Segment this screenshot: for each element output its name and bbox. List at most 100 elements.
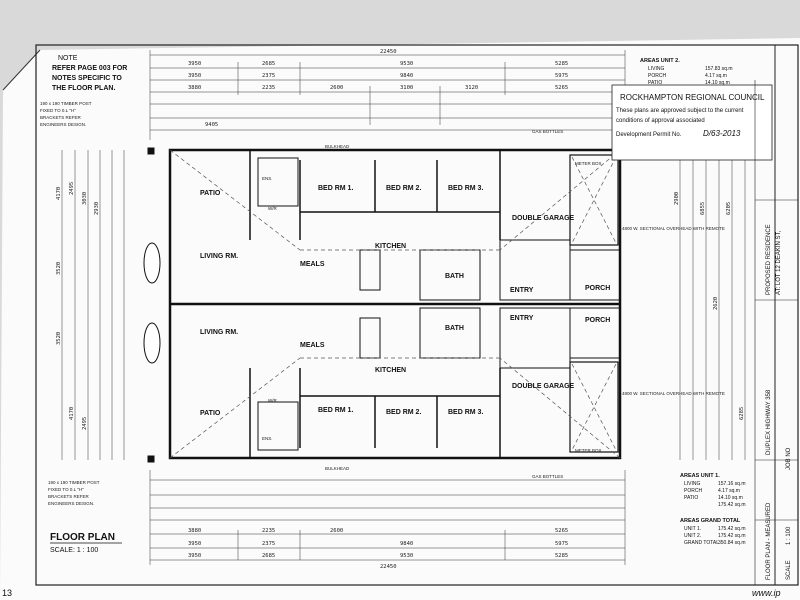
- wir-label: W/R: [268, 206, 277, 211]
- svg-text:PORCH: PORCH: [648, 73, 666, 79]
- bed3-label: BED RM 3.: [448, 185, 483, 192]
- dim-l-0: 4170: [56, 187, 62, 200]
- svg-text:D/63-2013: D/63-2013: [703, 129, 741, 138]
- svg-text:Development Permit No.: Development Permit No.: [616, 132, 682, 138]
- unit-2-rooms: PATIO BED RM 1. BED RM 2. BED RM 3. DOUB…: [200, 129, 725, 294]
- svg-text:AREAS UNIT 2.: AREAS UNIT 2.: [640, 58, 680, 64]
- svg-text:FIXED TO 0.L "H": FIXED TO 0.L "H": [40, 108, 76, 113]
- svg-text:AREAS UNIT 1.: AREAS UNIT 1.: [680, 473, 720, 479]
- dim-t1-1: 2685: [262, 61, 275, 67]
- svg-text:4.17 sq.m: 4.17 sq.m: [718, 488, 740, 494]
- porch-label: PORCH: [585, 285, 610, 292]
- dim-l-3: 2930: [94, 202, 100, 215]
- svg-text:UNIT 2.: UNIT 2.: [684, 533, 701, 539]
- unit-1-rooms: PATIO BED RM 1. BED RM 2. BED RM 3. DOUB…: [200, 315, 725, 479]
- dim-l-1: 2495: [69, 182, 75, 195]
- dim-l-2: 3030: [82, 192, 88, 205]
- meals-label-u1: MEALS: [300, 342, 325, 349]
- gas-label-u1: GAS BOTTLES: [532, 474, 563, 479]
- post-note-top: 190 x 190 TIMBER POST FIXED TO 0.L "H" B…: [40, 101, 92, 127]
- svg-text:NOTE: NOTE: [58, 55, 78, 62]
- svg-text:157.83 sq.m: 157.83 sq.m: [705, 66, 733, 72]
- bed1-label-u1: BED RM 1.: [318, 407, 353, 414]
- svg-text:190 x 190 TIMBER POST: 190 x 190 TIMBER POST: [40, 101, 92, 106]
- dim-b1-3: 5285: [555, 553, 568, 559]
- dim-top-overall: 22450: [380, 49, 397, 55]
- meter-label: METER BOX: [575, 161, 602, 166]
- dim-b1-1: 2685: [262, 553, 275, 559]
- sectional-label: 4800 W. SECTIONAL OVERHEAD WITH REMOTE: [622, 226, 725, 231]
- living-label: LIVING RM.: [200, 253, 238, 260]
- svg-text:ENGINEERS DESIGN.: ENGINEERS DESIGN.: [48, 501, 94, 506]
- svg-text:conditions of approval associa: conditions of approval associated: [616, 118, 705, 124]
- svg-text:PROPOSED RESIDENCE: PROPOSED RESIDENCE: [766, 224, 772, 295]
- dim-t2-1: 2375: [262, 73, 275, 79]
- dim-b-1: 2235: [262, 528, 275, 534]
- ens-label-u1: ENS.: [262, 436, 273, 441]
- bulkhead-label: BULKHEAD: [325, 144, 350, 149]
- svg-text:190 x 190 TIMBER POST: 190 x 190 TIMBER POST: [48, 480, 100, 485]
- dim-misc-0: 9405: [205, 122, 218, 128]
- svg-text:AREAS GRAND TOTAL: AREAS GRAND TOTAL: [680, 518, 741, 524]
- bath-label: BATH: [445, 273, 464, 280]
- dim-t3-4: 3120: [465, 85, 478, 91]
- svg-text:PATIO: PATIO: [684, 495, 698, 501]
- left-dimensions: [61, 150, 125, 460]
- areas-unit-2: AREAS UNIT 2. LIVING 157.83 sq.m PORCH 4…: [640, 58, 733, 86]
- svg-text:UNIT 1.: UNIT 1.: [684, 526, 701, 532]
- svg-text:SCALE: 1 : 100: SCALE: 1 : 100: [50, 547, 98, 554]
- meals-label: MEALS: [300, 261, 325, 268]
- areas-unit-1: AREAS UNIT 1. LIVING 157.16 sq.m PORCH 4…: [680, 473, 746, 508]
- kitchen-label-u1: KITCHEN: [375, 367, 406, 374]
- wir-label-u1: W/R: [268, 398, 277, 403]
- svg-text:FLOOR PLAN: FLOOR PLAN: [50, 532, 115, 543]
- svg-text:THE FLOOR PLAN.: THE FLOOR PLAN.: [52, 85, 115, 92]
- living-label-u1: LIVING RM.: [200, 329, 238, 336]
- patio-label: PATIO: [200, 190, 221, 197]
- svg-text:4.17 sq.m: 4.17 sq.m: [705, 73, 727, 79]
- dim-t3-2: 2600: [330, 85, 343, 91]
- dim-t1-3: 5285: [555, 61, 568, 67]
- bottom-dimensions: [149, 470, 626, 565]
- svg-text:FLOOR PLAN - MEASURED: FLOOR PLAN - MEASURED: [766, 502, 772, 580]
- dim-b2-2: 9840: [400, 541, 413, 547]
- dim-bottom-overall: 22450: [380, 564, 397, 570]
- svg-text:REFER PAGE 003 FOR: REFER PAGE 003 FOR: [52, 65, 127, 72]
- entry-label: ENTRY: [510, 287, 534, 294]
- roof-lines: [169, 149, 621, 459]
- dim-b-0: 3880: [188, 528, 201, 534]
- bed1-label: BED RM 1.: [318, 185, 353, 192]
- dim-r-1: 6855: [700, 202, 706, 215]
- svg-text:PATIO: PATIO: [648, 80, 662, 86]
- kitchen-label: KITCHEN: [375, 243, 406, 250]
- council-stamp: ROCKHAMPTON REGIONAL COUNCIL These plans…: [611, 84, 773, 161]
- dim-b2-0: 3950: [188, 541, 201, 547]
- watermark: www.ip: [752, 588, 781, 598]
- post-note-bottom: 190 x 190 TIMBER POST FIXED TO 0.L "H" B…: [48, 480, 100, 506]
- dim-t1-2: 9530: [400, 61, 413, 67]
- garage-label-u1: DOUBLE GARAGE: [512, 383, 575, 390]
- dim-t2-0: 3950: [188, 73, 201, 79]
- bed2-label-u1: BED RM 2.: [386, 409, 421, 416]
- dim-l-4: 3520: [56, 262, 62, 275]
- dim-t2-2: 9840: [400, 73, 413, 79]
- gas-label: GAS BOTTLES: [532, 129, 563, 134]
- dim-t3-1: 2235: [262, 85, 275, 91]
- svg-text:SCALE: SCALE: [786, 560, 792, 580]
- dim-b2-1: 2375: [262, 541, 275, 547]
- right-dimensions: [679, 150, 746, 460]
- dim-l-5: 3520: [56, 332, 62, 345]
- dim-r-2: 6205: [726, 202, 732, 215]
- posts: [143, 147, 161, 463]
- svg-text:FIXED TO 0.L "H": FIXED TO 0.L "H": [48, 487, 84, 492]
- dim-t2-3: 5975: [555, 73, 568, 79]
- svg-text:175.42 sq.m: 175.42 sq.m: [718, 533, 746, 539]
- dim-b2-3: 5975: [555, 541, 568, 547]
- dim-r-3: 2620: [713, 297, 719, 310]
- svg-text:175.42 sq.m: 175.42 sq.m: [718, 526, 746, 532]
- svg-text:14.10 sq.m: 14.10 sq.m: [705, 80, 730, 86]
- svg-text:ENGINEERS DESIGN.: ENGINEERS DESIGN.: [40, 122, 86, 127]
- dim-t3-5: 5265: [555, 85, 568, 91]
- dim-b1-2: 9530: [400, 553, 413, 559]
